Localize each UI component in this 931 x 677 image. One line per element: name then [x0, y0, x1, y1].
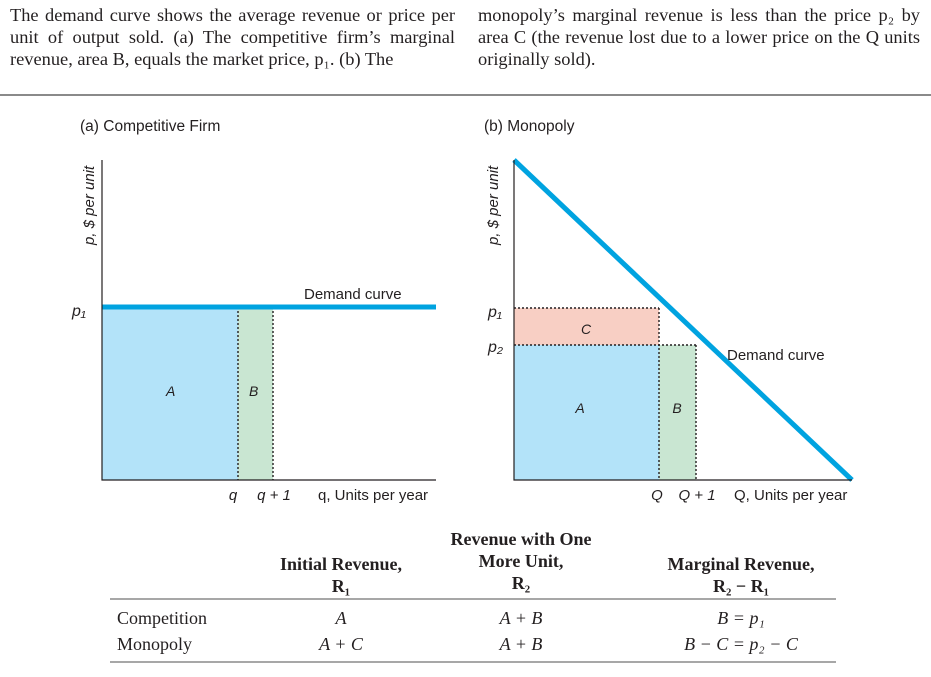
caption-right: monopoly’s marginal revenue is less than…: [478, 5, 920, 69]
table-row-monopoly-initial: A + C: [318, 634, 364, 654]
revenue-table: Initial Revenue, R₁ Revenue with One Mor…: [110, 529, 836, 663]
panel-b-area-b: [659, 345, 696, 480]
table-header-initial-line1: Initial Revenue,: [280, 554, 402, 574]
caption-left: The demand curve shows the average reven…: [10, 5, 455, 69]
panel-b-price1-label: p₁: [487, 304, 502, 321]
panel-b-demand-label: Demand curve: [727, 347, 825, 364]
top-rule: [0, 94, 931, 96]
panel-b-ylabel: p, $ per unit: [485, 165, 502, 246]
panel-b-area-c: [514, 308, 659, 345]
panel-a-tick-q: q: [229, 487, 238, 504]
table-row-competition-label: Competition: [117, 608, 207, 628]
panel-b-title: (b) Monopoly: [484, 118, 575, 135]
panel-a-tick-q1: q + 1: [257, 487, 291, 504]
panel-b-area-c-label: C: [581, 321, 592, 337]
panel-a: (a) Competitive Firm p, $ per unit p₁ De…: [71, 118, 436, 504]
table-row-monopoly-marginal: B − C = p₂ − C: [684, 634, 799, 654]
table-row-competition-initial: A: [335, 608, 348, 628]
table-row-competition-marginal: B = p₁: [717, 608, 764, 628]
panel-a-title: (a) Competitive Firm: [80, 118, 220, 135]
panel-b: (b) Monopoly p, $ per unit p₁ p₂ Demand …: [484, 118, 854, 504]
panel-b-area-a-label: A: [574, 400, 584, 416]
panel-b-price2-label: p₂: [487, 339, 503, 356]
panel-b-tick-q: Q: [651, 487, 663, 504]
table-header-initial-line2: R₁: [332, 576, 350, 596]
panel-a-demand-label: Demand curve: [304, 286, 402, 303]
panel-a-area-a: [102, 307, 238, 480]
panel-a-area-b: [238, 307, 273, 480]
table-header-marginal-line2: R₂ − R₁: [713, 576, 769, 596]
table-header-more-line2: More Unit,: [479, 551, 564, 571]
table-header-more-line1: Revenue with One: [451, 529, 592, 549]
panel-a-price-label: p₁: [71, 303, 86, 320]
table-row-monopoly-label: Monopoly: [117, 634, 192, 654]
table-header-more-line3: R₂: [512, 573, 530, 593]
panel-a-area-a-label: A: [165, 383, 175, 399]
panel-b-area-b-label: B: [672, 400, 681, 416]
panel-b-area-a: [514, 345, 659, 480]
panel-a-xlabel: q, Units per year: [318, 487, 428, 504]
panel-a-ylabel: p, $ per unit: [81, 165, 98, 246]
table-header-marginal-line1: Marginal Revenue,: [668, 554, 815, 574]
table-row-monopoly-more: A + B: [499, 634, 543, 654]
panel-a-area-b-label: B: [249, 383, 258, 399]
panel-b-demand-line: [512, 158, 854, 482]
table-row-competition-more: A + B: [499, 608, 543, 628]
panel-b-tick-q1: Q + 1: [678, 487, 715, 504]
panel-b-xlabel: Q, Units per year: [734, 487, 847, 504]
